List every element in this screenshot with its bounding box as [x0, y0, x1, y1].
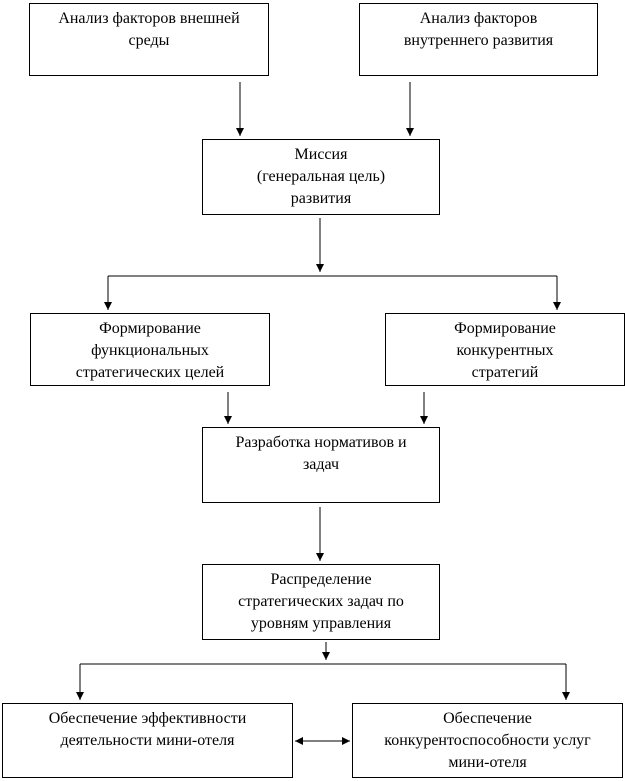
internal-development-analysis-box: Анализ факторов внутреннего развития: [359, 3, 598, 76]
competitiveness-label: Обеспечение конкурентоспособности услуг …: [384, 710, 591, 771]
competitiveness-box: Обеспечение конкурентоспособности услуг …: [352, 703, 623, 778]
norms-and-tasks-label: Разработка нормативов и задач: [235, 434, 407, 473]
internal-development-analysis-label: Анализ факторов внутреннего развития: [403, 10, 554, 49]
efficiency-box: Обеспечение эффективности деятельности м…: [2, 703, 293, 778]
mission-label: Миссия (генеральная цель) развития: [256, 146, 386, 207]
functional-goals-label: Формирование функциональных стратегическ…: [75, 320, 225, 381]
competitive-strategies-box: Формирование конкурентных стратегий: [385, 313, 625, 386]
competitive-strategies-label: Формирование конкурентных стратегий: [454, 320, 556, 381]
external-factors-analysis-label: Анализ факторов внешней среды: [58, 10, 240, 49]
norms-and-tasks-box: Разработка нормативов и задач: [202, 427, 440, 503]
functional-goals-box: Формирование функциональных стратегическ…: [30, 313, 270, 386]
mission-box: Миссия (генеральная цель) развития: [202, 139, 440, 215]
task-distribution-label: Распределение стратегических задач по ур…: [238, 571, 404, 632]
task-distribution-box: Распределение стратегических задач по ур…: [202, 564, 440, 640]
external-factors-analysis-box: Анализ факторов внешней среды: [29, 3, 269, 76]
efficiency-label: Обеспечение эффективности деятельности м…: [48, 710, 247, 749]
